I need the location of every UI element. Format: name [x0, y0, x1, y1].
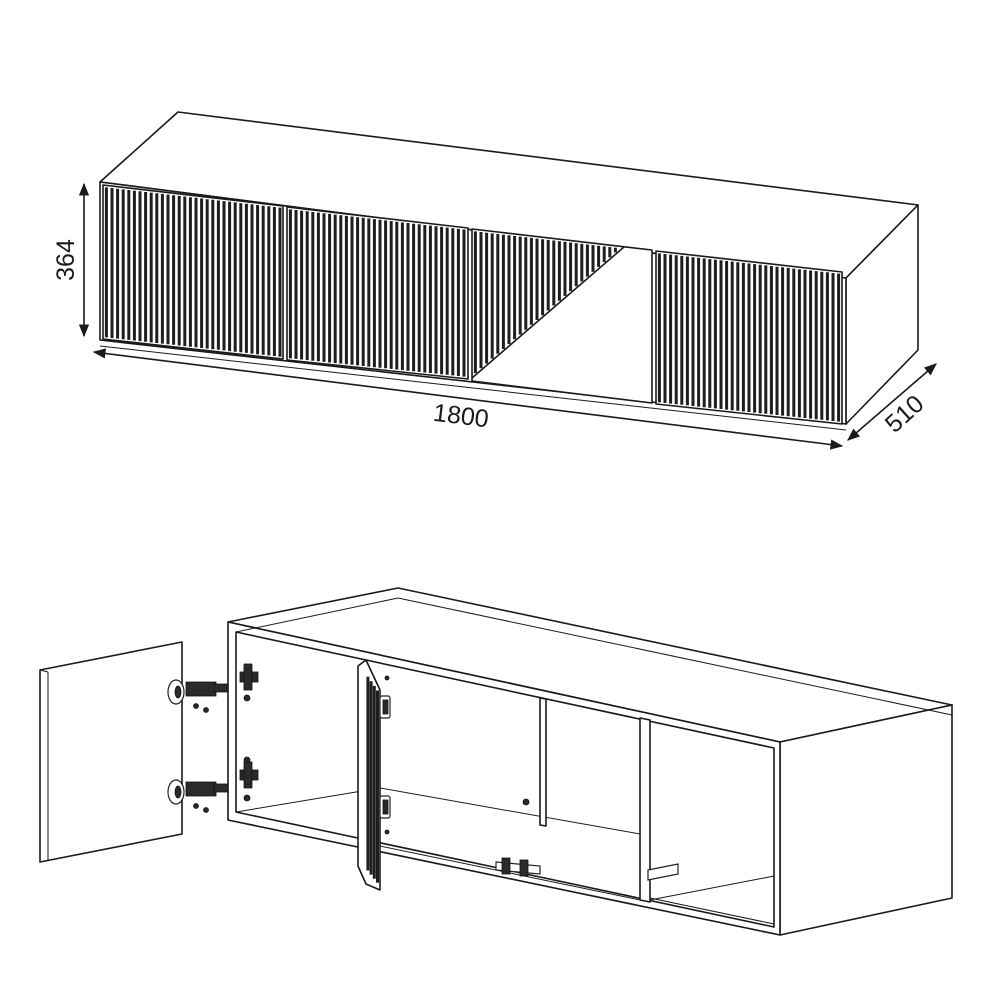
bracket-icon — [647, 863, 679, 881]
detached-door-panel — [39, 641, 183, 863]
hinge-arm-icon — [185, 781, 229, 813]
open-door-slats — [366, 676, 379, 883]
assembled-cabinet — [99, 111, 919, 431]
depth-label: 510 — [880, 390, 930, 439]
door-1-slats — [104, 187, 282, 357]
height-label: 364 — [52, 239, 80, 281]
divider-1 — [539, 697, 547, 827]
height-dimension: 364 — [52, 182, 90, 338]
hinge-icon — [379, 695, 391, 719]
width-label: 1800 — [432, 399, 491, 434]
mounting-plate-icon — [239, 756, 259, 802]
detached-door — [39, 641, 229, 863]
hinge-icon — [379, 795, 391, 819]
hinge-cup-icon — [167, 679, 185, 705]
open-cabinet — [227, 587, 953, 936]
width-dimension: 1800 — [92, 348, 844, 450]
hinge-cup-icon — [167, 779, 185, 805]
mounting-plate-icon — [239, 663, 259, 702]
door-3-slats — [473, 231, 617, 374]
door-4-slats — [657, 253, 841, 422]
divider-2 — [639, 717, 651, 903]
hanging-bracket-icon — [495, 857, 541, 877]
hinge-arm-icon — [185, 681, 229, 713]
open-cabinet-right-side — [779, 704, 953, 936]
